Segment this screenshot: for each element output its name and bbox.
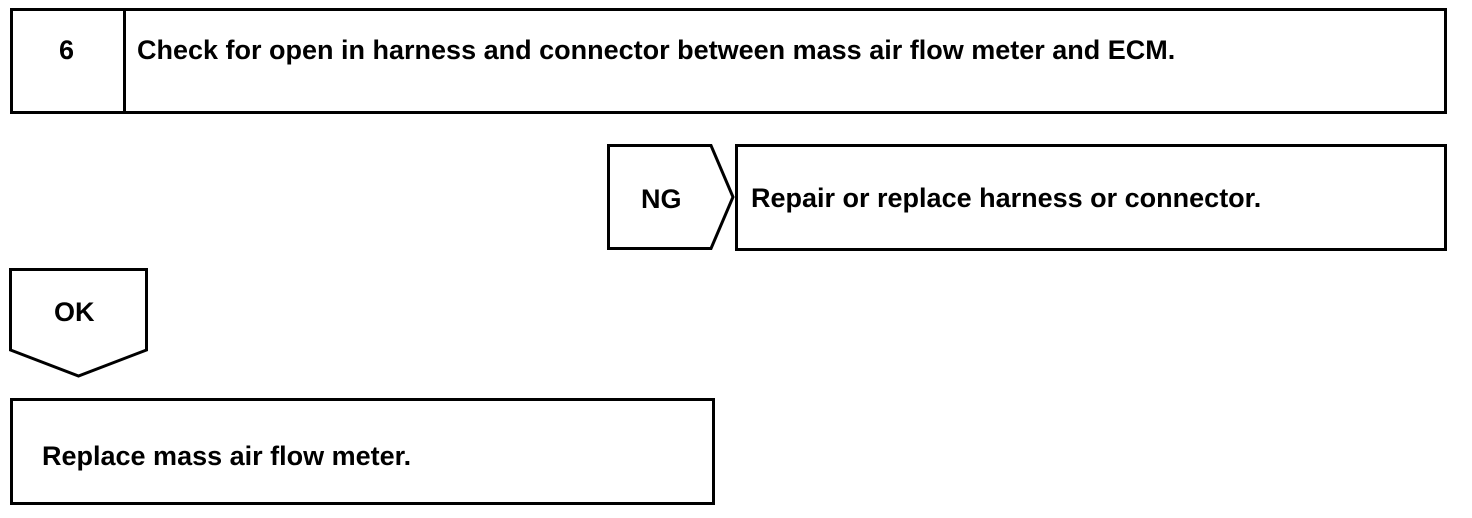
ng-action-box: Repair or replace harness or connector. bbox=[735, 144, 1447, 251]
ok-action-box: Replace mass air flow meter. bbox=[10, 398, 715, 505]
ok-label: OK bbox=[54, 297, 95, 327]
ng-label: NG bbox=[641, 184, 682, 214]
ng-action-text: Repair or replace harness or connector. bbox=[751, 183, 1262, 213]
step-title: Check for open in harness and connector … bbox=[137, 35, 1176, 65]
ok-arrow bbox=[9, 268, 148, 378]
step-box: 6 Check for open in harness and connecto… bbox=[10, 8, 1447, 114]
ng-arrow bbox=[607, 144, 735, 250]
ok-action-text: Replace mass air flow meter. bbox=[42, 441, 412, 471]
step-number-divider bbox=[123, 11, 126, 111]
step-number: 6 bbox=[59, 35, 75, 65]
